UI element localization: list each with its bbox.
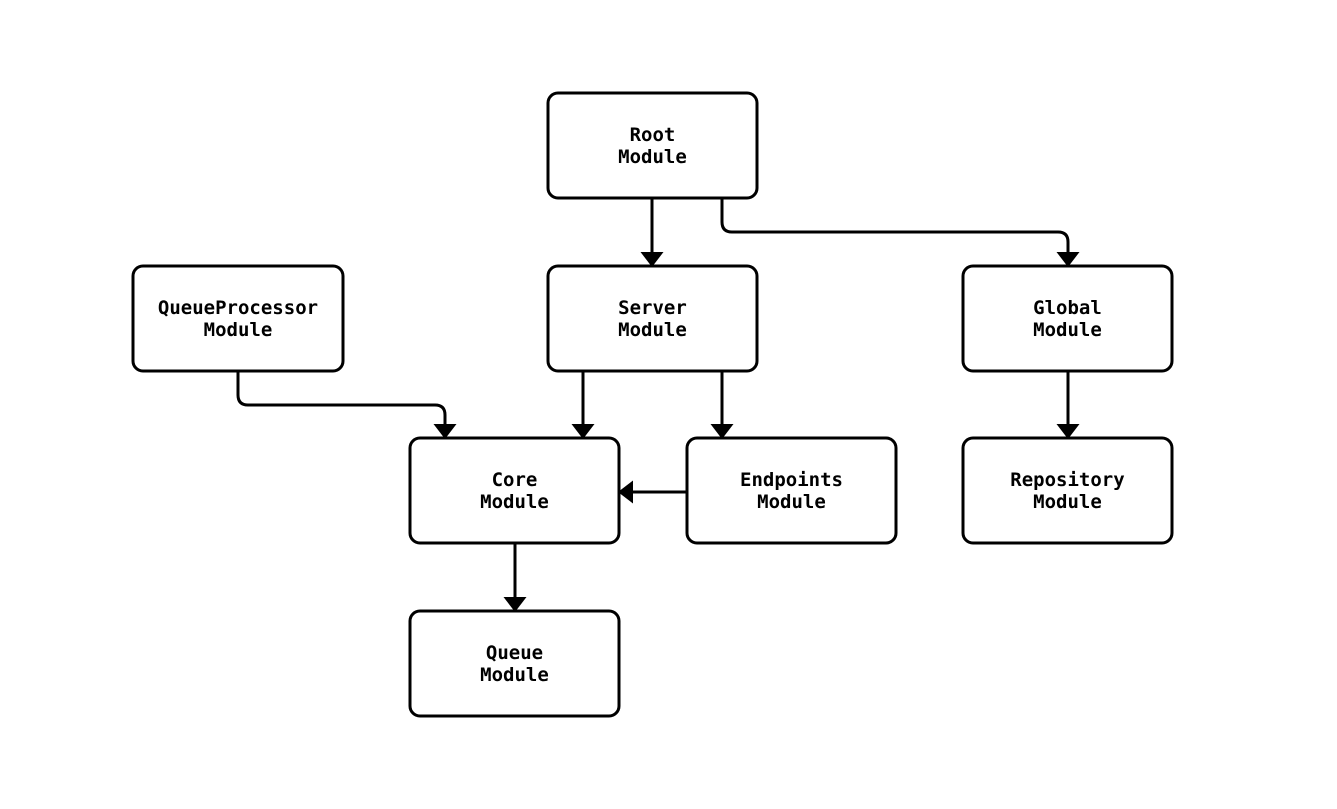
node-global-box xyxy=(961,264,1174,373)
edge-queueprocessor-to-core xyxy=(236,371,457,439)
node-core-box xyxy=(408,436,621,545)
node-repository-box xyxy=(961,436,1174,545)
node-server-box xyxy=(546,264,759,373)
node-queueprocessor-box xyxy=(131,264,345,373)
node-endpoints-box xyxy=(685,436,898,545)
node-root-box xyxy=(546,91,759,200)
node-queue-box xyxy=(408,609,621,718)
edge-root-to-global xyxy=(720,198,1080,267)
